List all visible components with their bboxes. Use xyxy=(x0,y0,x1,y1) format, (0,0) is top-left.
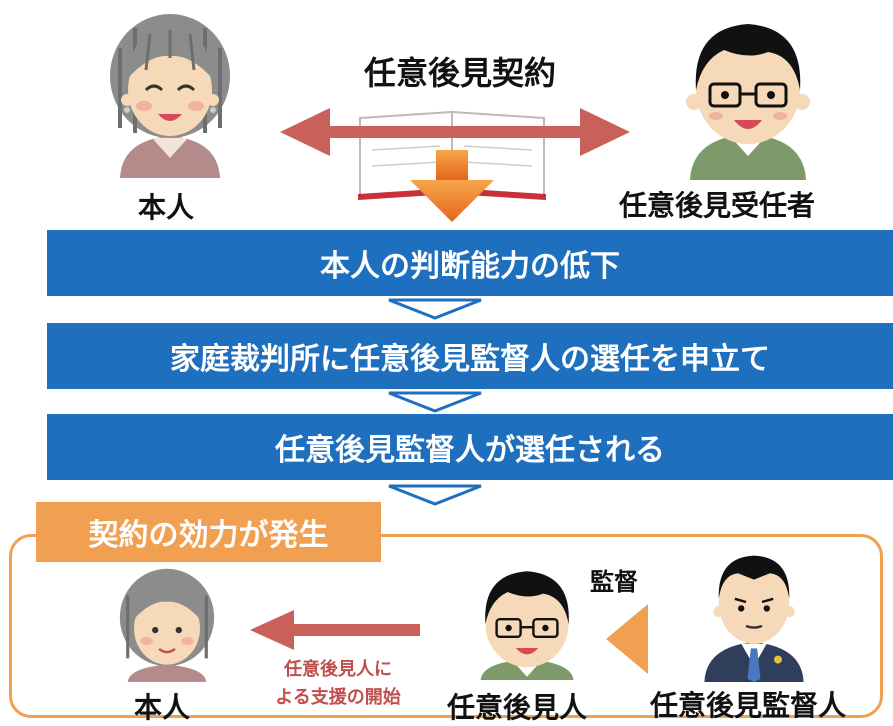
effect-tag: 契約の効力が発生 xyxy=(36,502,381,562)
chevron-down-icon xyxy=(388,298,482,320)
step-court-petition: 家庭裁判所に任意後見監督人の選任を申立て xyxy=(47,323,893,389)
double-arrow-icon xyxy=(280,108,630,156)
support-line-2: よる支援の開始 xyxy=(275,687,401,708)
down-arrow-icon xyxy=(410,150,494,222)
supervise-label: 監督 xyxy=(590,568,638,596)
step-capacity-decline: 本人の判断能力の低下 xyxy=(47,230,893,296)
bottom-person-label: 本人 xyxy=(134,691,191,724)
left-person-label: 本人 xyxy=(138,191,195,224)
chevron-down-icon xyxy=(388,391,482,413)
supervisor-label: 任意後見監督人 xyxy=(650,689,847,722)
supervise-arrow-icon xyxy=(606,604,648,674)
elderly-woman-illustration xyxy=(119,568,215,682)
support-start-text: 任意後見人に よる支援の開始 xyxy=(238,656,438,712)
appointee-man-illustration xyxy=(686,24,810,180)
contract-exchange-graphic xyxy=(280,108,630,222)
step-supervisor-appointed: 任意後見監督人が選任される xyxy=(47,414,893,480)
right-person-label: 任意後見受任者 xyxy=(619,189,816,222)
chevron-down-icon xyxy=(388,484,482,506)
left-arrow-icon xyxy=(250,610,420,650)
contract-title: 任意後見契約 xyxy=(363,54,556,92)
elderly-woman-illustration xyxy=(110,14,230,178)
guardian-illustration xyxy=(480,571,574,680)
supervisor-illustration xyxy=(704,555,804,682)
guardian-label: 任意後見人 xyxy=(447,691,588,724)
support-line-1: 任意後見人に xyxy=(284,659,392,680)
